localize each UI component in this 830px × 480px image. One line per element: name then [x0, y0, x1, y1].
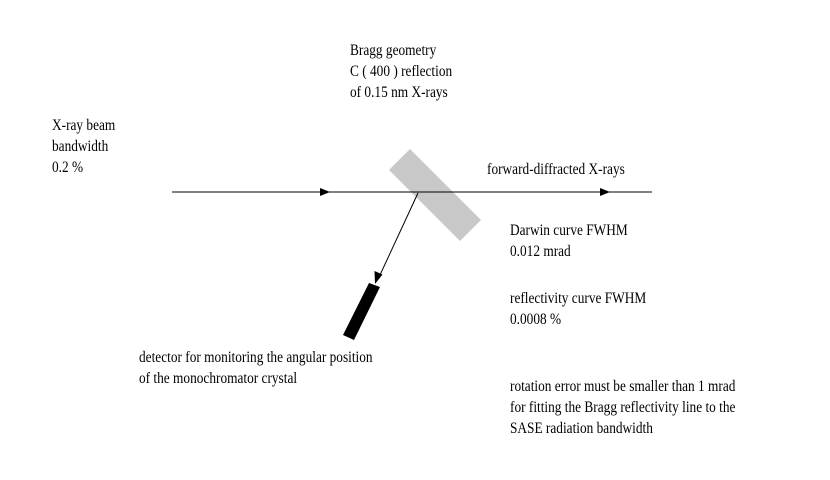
forward-beam-arrowhead — [600, 188, 610, 196]
rotation-error-line-2: for fitting the Bragg reflectivity line … — [510, 399, 736, 416]
xray-beam-line-3: 0.2 % — [52, 159, 84, 176]
diffracted-beam-line — [379, 192, 419, 276]
detector-line-2: of the monochromator crystal — [139, 370, 298, 387]
forward-diffracted-text: forward-diffracted X-rays — [487, 161, 625, 178]
diffracted-beam-arrowhead — [374, 271, 383, 284]
rotation-error-line-1: rotation error must be smaller than 1 mr… — [510, 378, 736, 395]
reflectivity-curve-line-2: 0.0008 % — [510, 311, 562, 328]
bragg-geometry-line-3: of 0.15 nm X-rays — [350, 84, 448, 101]
darwin-curve-label: Darwin curve FWHM 0.012 mrad — [510, 220, 628, 262]
darwin-curve-line-2: 0.012 mrad — [510, 243, 571, 260]
xray-beam-label: X-ray beam bandwidth 0.2 % — [52, 115, 115, 178]
bragg-geometry-line-1: Bragg geometry — [350, 42, 437, 59]
xray-beam-line-2: bandwidth — [52, 138, 109, 155]
monochromator-crystal — [389, 149, 481, 241]
reflectivity-curve-label: reflectivity curve FWHM 0.0008 % — [510, 288, 646, 330]
rotation-error-label: rotation error must be smaller than 1 mr… — [510, 376, 735, 439]
rotation-error-line-3: SASE radiation bandwidth — [510, 420, 653, 437]
detector — [343, 283, 380, 340]
detector-line-1: detector for monitoring the angular posi… — [139, 349, 373, 366]
xray-beam-line-1: X-ray beam — [52, 117, 116, 134]
bragg-geometry-label: Bragg geometry C ( 400 ) reflection of 0… — [350, 40, 452, 103]
incident-beam-arrowhead — [320, 188, 330, 196]
bragg-geometry-line-2: C ( 400 ) reflection — [350, 63, 453, 80]
darwin-curve-line-1: Darwin curve FWHM — [510, 222, 628, 239]
forward-diffracted-label: forward-diffracted X-rays — [487, 159, 625, 180]
reflectivity-curve-line-1: reflectivity curve FWHM — [510, 290, 647, 307]
detector-label: detector for monitoring the angular posi… — [139, 347, 373, 389]
